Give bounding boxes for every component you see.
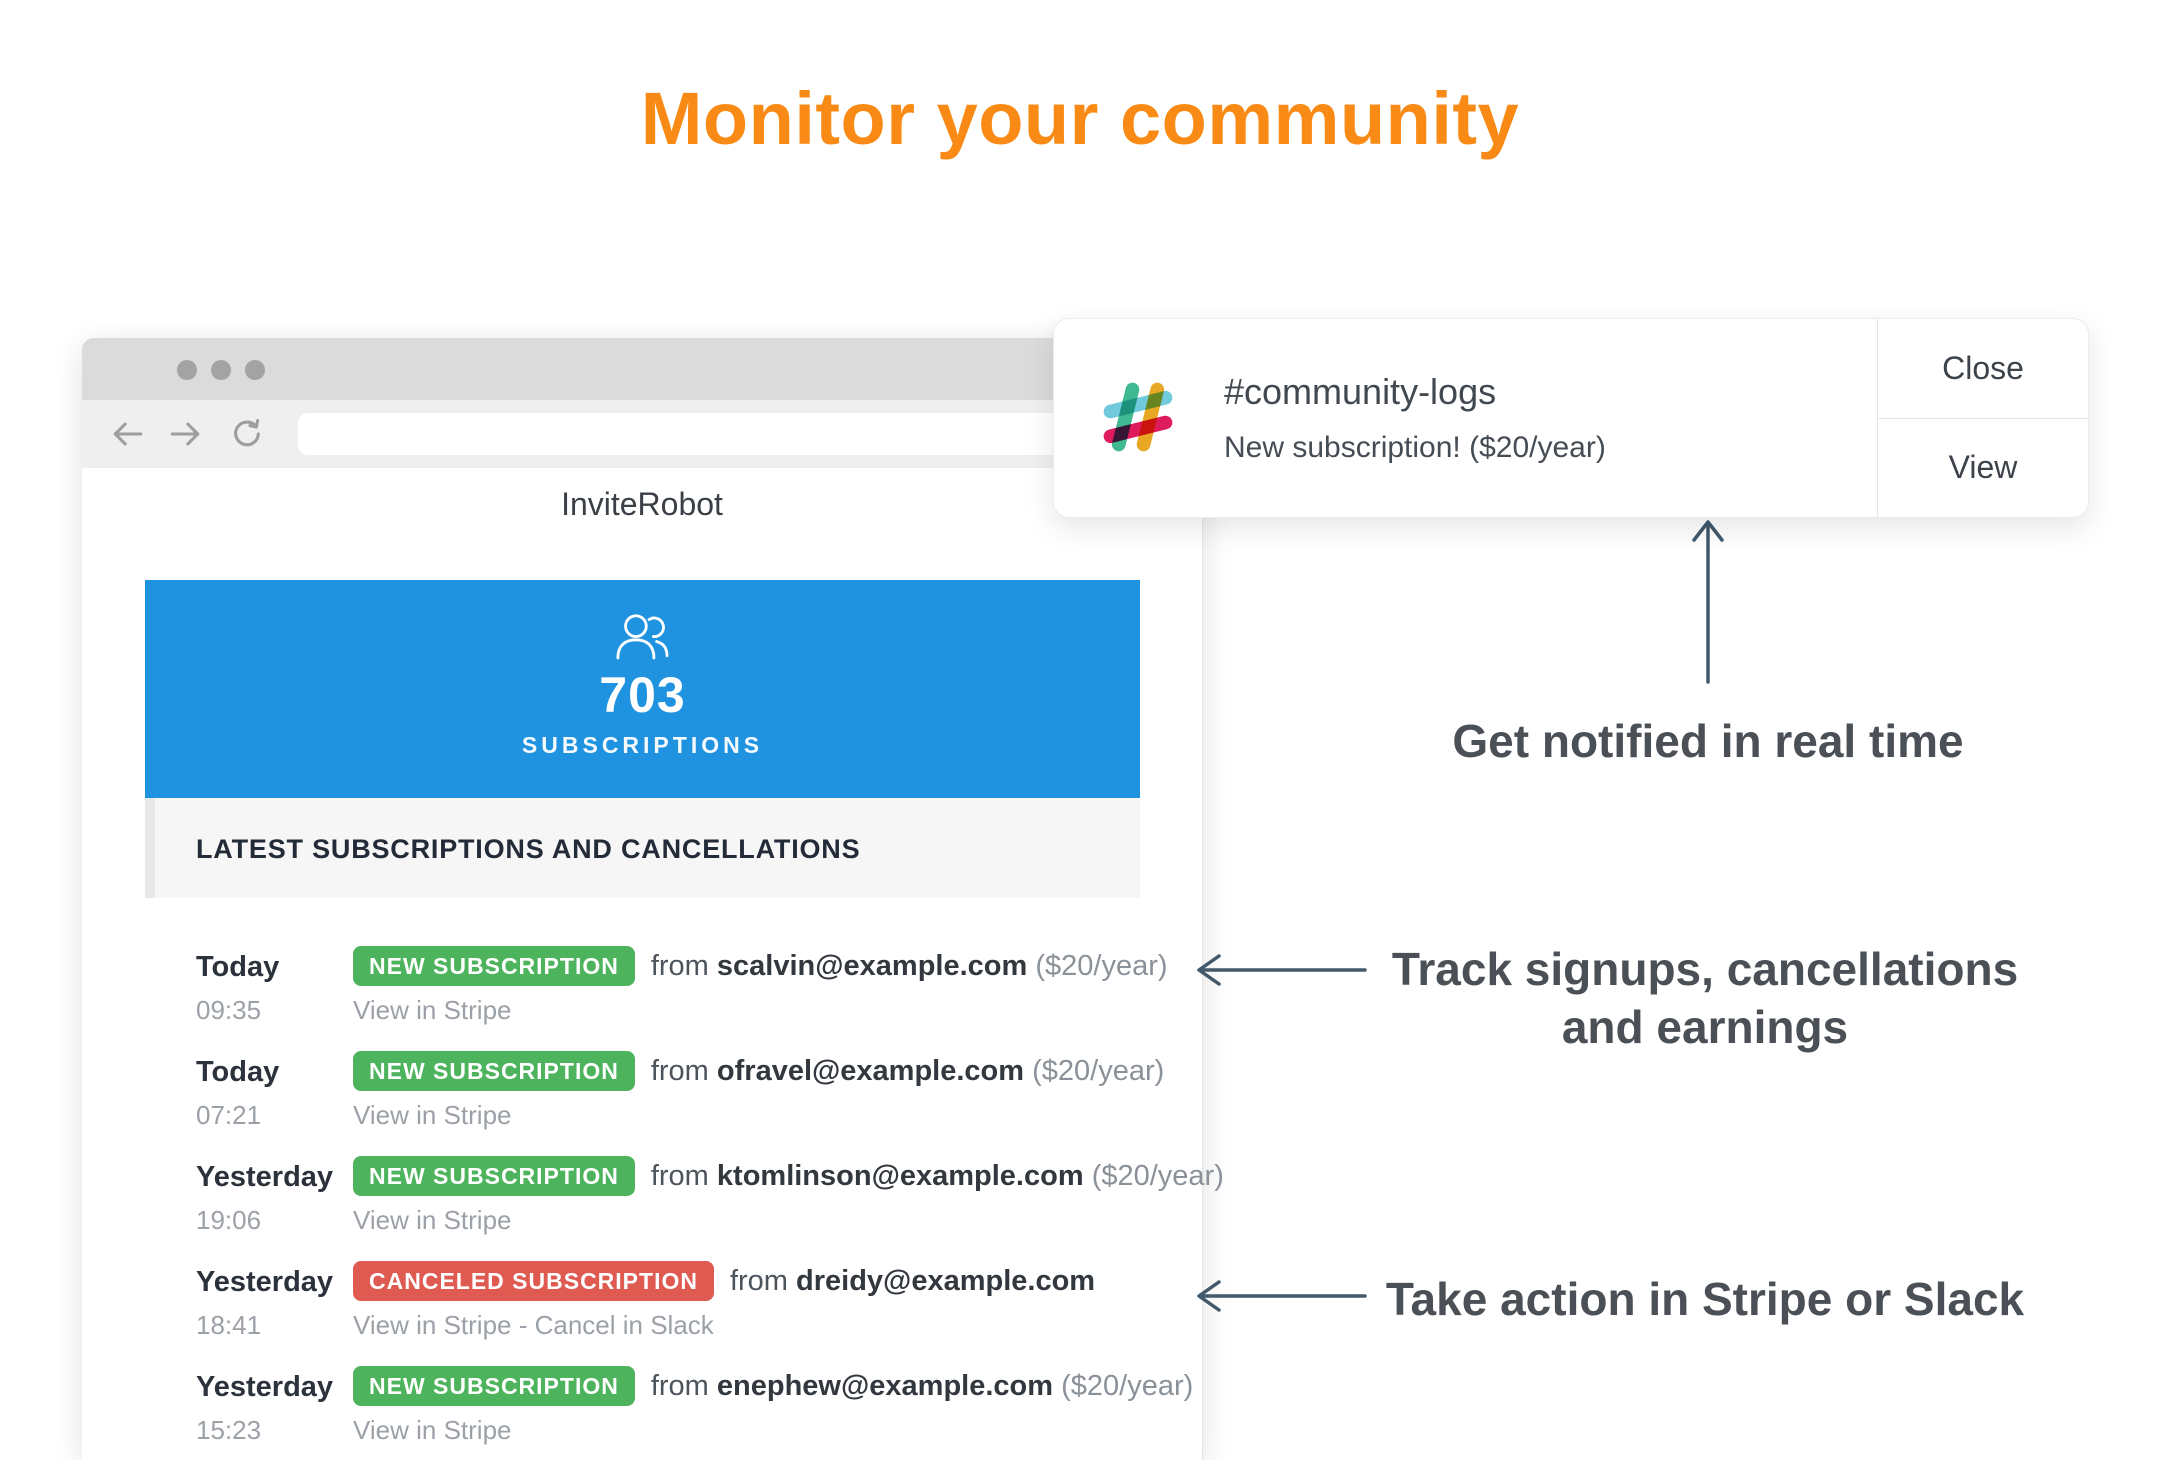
event-time: 19:06 (196, 1205, 262, 1235)
event-links[interactable]: View in Stripe (353, 1100, 512, 1130)
event-row: Yesterday 18:41 CANCELED SUBSCRIPTION fr… (82, 1260, 1202, 1365)
window-control-dot[interactable] (177, 360, 197, 380)
reload-icon[interactable] (230, 417, 264, 451)
section-header: LATEST SUBSCRIPTIONS AND CANCELLATIONS (196, 834, 861, 864)
page-title: Monitor your community (640, 77, 1520, 160)
url-bar[interactable] (298, 413, 1183, 455)
status-badge: NEW SUBSCRIPTION (353, 1366, 635, 1406)
event-time: 18:41 (196, 1310, 262, 1340)
forward-icon[interactable] (168, 417, 202, 451)
subscriptions-panel: 703 SUBSCRIPTIONS (145, 580, 1140, 798)
event-time: 07:21 (196, 1100, 262, 1130)
event-date: Today (196, 951, 280, 983)
event-date: Yesterday (196, 1266, 334, 1298)
arrow-left-icon (1197, 954, 1367, 986)
events-list: Today 09:35 NEW SUBSCRIPTION from scalvi… (82, 945, 1224, 1460)
event-time: 09:35 (196, 995, 262, 1025)
app-title: InviteRobot (561, 486, 723, 522)
event-links[interactable]: View in Stripe - Cancel in Slack (353, 1310, 714, 1340)
arrow-up-icon (1692, 520, 1724, 684)
event-email: dreidy@example.com (796, 1264, 1096, 1297)
event-amount: ($20/year) (1091, 1159, 1224, 1192)
event-row: Today 07:21 NEW SUBSCRIPTION from ofrave… (82, 1050, 1202, 1155)
event-email: ofravel@example.com (716, 1054, 1025, 1087)
section-header-band: LATEST SUBSCRIPTIONS AND CANCELLATIONS (145, 798, 1140, 898)
annotation-track: Track signups, cancellations and earning… (1205, 940, 2160, 1056)
browser-window: InviteRobot 703 SUBSCRIPTIONS LATEST SUB… (82, 338, 1224, 1460)
close-button[interactable]: Close (1878, 319, 2088, 419)
event-email: scalvin@example.com (716, 949, 1028, 982)
view-button[interactable]: View (1948, 449, 2018, 486)
users-icon (145, 612, 1140, 660)
event-description: from scalvin@example.com ($20/year) (650, 949, 1168, 982)
event-description: from ofravel@example.com ($20/year) (650, 1054, 1165, 1087)
event-description: from enephew@example.com ($20/year) (650, 1369, 1194, 1402)
event-description: from dreidy@example.com (729, 1264, 1096, 1297)
event-amount: ($20/year) (1032, 1054, 1165, 1087)
subscriptions-label: SUBSCRIPTIONS (521, 732, 764, 758)
status-badge: NEW SUBSCRIPTION (353, 946, 635, 986)
event-links[interactable]: View in Stripe (353, 1415, 512, 1445)
event-date: Yesterday (196, 1371, 334, 1403)
notification-message: New subscription! ($20/year) (1224, 431, 1606, 464)
window-control-dot[interactable] (245, 360, 265, 380)
back-icon[interactable] (111, 417, 145, 451)
browser-content: InviteRobot 703 SUBSCRIPTIONS LATEST SUB… (82, 468, 1224, 1460)
status-badge: NEW SUBSCRIPTION (353, 1156, 635, 1196)
slack-notification: #community-logs New subscription! ($20/y… (1053, 318, 2089, 518)
annotation-realtime: Get notified in real time (1452, 715, 1964, 767)
event-row: Today 09:35 NEW SUBSCRIPTION from scalvi… (82, 945, 1202, 1050)
event-links[interactable]: View in Stripe (353, 995, 512, 1025)
event-row: Yesterday 19:06 NEW SUBSCRIPTION from kt… (82, 1155, 1224, 1260)
event-email: ktomlinson@example.com (716, 1159, 1084, 1192)
event-amount: ($20/year) (1061, 1369, 1194, 1402)
annotation-track-line2: and earnings (1561, 1001, 1849, 1053)
subscriptions-count: 703 (599, 667, 686, 723)
event-email: enephew@example.com (716, 1369, 1054, 1402)
event-links[interactable]: View in Stripe (353, 1205, 512, 1235)
arrow-left-icon (1197, 1280, 1367, 1312)
notification-actions: Close View (1877, 319, 2088, 517)
notification-channel: #community-logs (1224, 371, 1497, 412)
browser-toolbar (82, 400, 1202, 468)
status-badge: NEW SUBSCRIPTION (353, 1051, 635, 1091)
event-date: Today (196, 1056, 280, 1088)
event-row: Yesterday 15:23 NEW SUBSCRIPTION from en… (82, 1365, 1202, 1460)
status-badge: CANCELED SUBSCRIPTION (353, 1261, 714, 1301)
annotation-track-line1: Track signups, cancellations (1391, 943, 2019, 995)
event-time: 15:23 (196, 1415, 262, 1445)
window-control-dot[interactable] (211, 360, 231, 380)
browser-titlebar (82, 338, 1202, 400)
annotation-action: Take action in Stripe or Slack (1385, 1273, 2025, 1325)
event-amount: ($20/year) (1035, 949, 1168, 982)
event-description: from ktomlinson@example.com ($20/year) (650, 1159, 1224, 1192)
event-date: Yesterday (196, 1161, 334, 1193)
slack-logo-icon (1098, 377, 1178, 457)
